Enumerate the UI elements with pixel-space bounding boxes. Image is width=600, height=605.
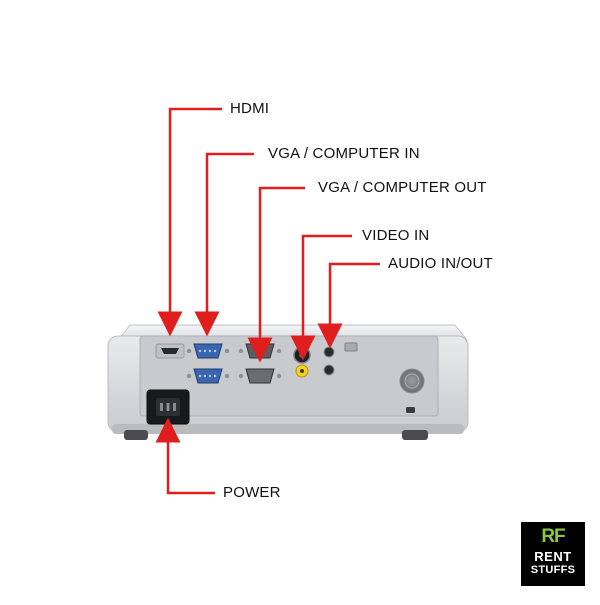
projector-bottom-lip [112,424,464,434]
arrow-vga-out [247,186,305,363]
arrow-video-in [290,234,352,361]
logo-line-rent: RENT [534,549,572,564]
vga-in-port-2 [186,368,230,384]
audio-in-port [323,346,335,358]
audio-out-port [323,364,335,376]
usb-port [344,342,358,352]
speaker-grille [399,368,425,394]
kensington-lock [406,407,415,413]
rs232-port [238,368,282,384]
s-video-port [293,346,311,364]
vga-in-port-1 [186,343,230,359]
label-hdmi: HDMI [230,100,270,117]
label-vga-computer-in: VGA / COMPUTER IN [268,145,420,162]
label-vga-computer-out: VGA / COMPUTER OUT [318,179,487,196]
arrow-power [155,417,215,495]
logo-line-stuffs: STUFFS [530,564,576,576]
label-power: POWER [223,484,281,501]
arrow-vga-in [194,152,254,337]
arrow-audio [317,262,380,349]
logo-mark: RF [541,526,565,547]
foot-left [124,430,148,440]
power-socket [146,389,190,425]
callout-arrows [155,107,380,495]
foot-right [402,430,428,440]
rent-stuffs-logo: RF RENT STUFFS [521,522,585,586]
arrow-hdmi [157,107,222,337]
label-video-in: VIDEO IN [362,227,430,244]
composite-video-port [295,364,309,378]
label-audio-in-out: AUDIO IN/OUT [388,255,493,272]
hdmi-port [155,343,185,359]
